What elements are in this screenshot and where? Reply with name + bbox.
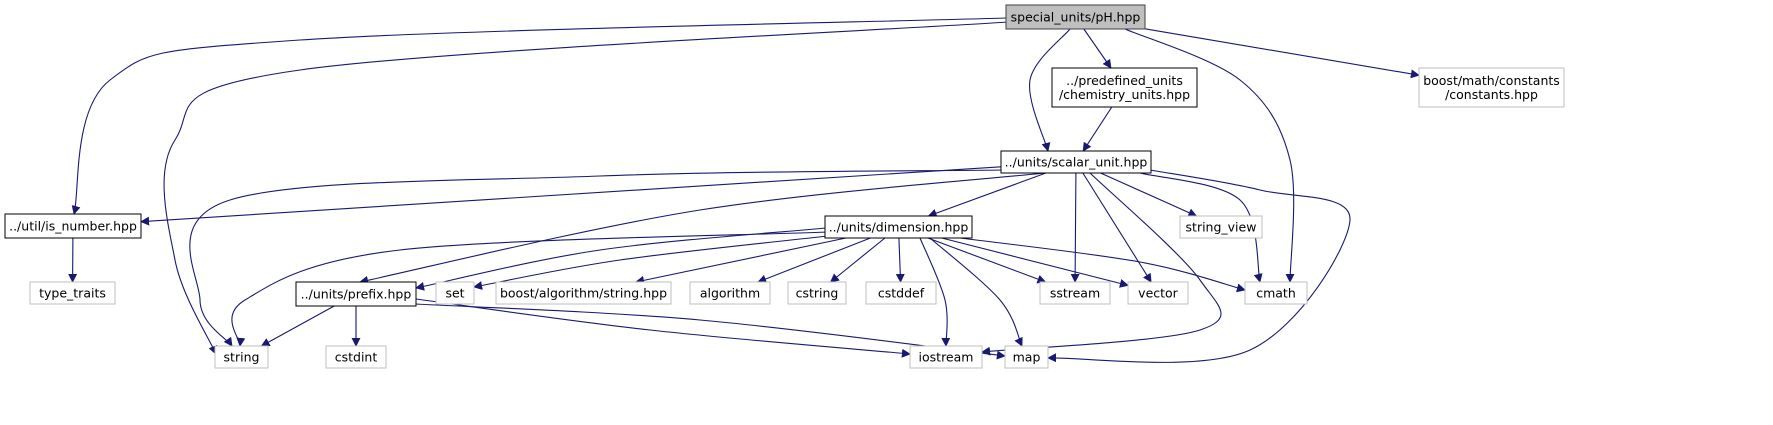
- node-cstddef: cstddef: [865, 281, 937, 305]
- node-box: [29, 281, 116, 305]
- edge-scalar-to-iostream: [981, 172, 1222, 356]
- node-set: set: [435, 281, 475, 305]
- edge-ph-to-string: [163, 21, 1009, 355]
- node-dimension[interactable]: ../units/dimension.hpp: [824, 215, 973, 239]
- node-label: cstring: [796, 286, 839, 301]
- edge-dimension-to-set: [473, 235, 829, 290]
- edge-scalar-to-prefix: [359, 172, 1046, 285]
- node-box: [1179, 215, 1263, 239]
- edge-ph-to-boostconst: [1144, 28, 1420, 79]
- node-chem[interactable]: ../predefined_units/chemistry_units.hpp: [1051, 67, 1198, 108]
- node-box: [1244, 281, 1308, 305]
- edge-ph-to-scalar: [1028, 28, 1071, 152]
- node-boostconst: boost/math/constants/constants.hpp: [1418, 67, 1565, 108]
- node-box: [1005, 4, 1146, 30]
- node-box: [1051, 67, 1198, 108]
- node-label: string: [224, 350, 260, 365]
- node-isnum[interactable]: ../util/is_number.hpp: [4, 213, 142, 239]
- node-iostream: iostream: [909, 345, 983, 369]
- edge-ph-to-chem: [1083, 28, 1112, 69]
- node-box: [1039, 281, 1111, 305]
- node-box: [909, 345, 983, 369]
- node-ph: special_units/pH.hpp: [1005, 4, 1146, 30]
- node-label: boost/math/constants: [1423, 73, 1560, 88]
- node-box: [787, 281, 847, 305]
- edge-dimension-to-vector: [941, 237, 1129, 288]
- node-box: [865, 281, 937, 305]
- node-label: ../units/scalar_unit.hpp: [1005, 155, 1148, 170]
- node-label: /chemistry_units.hpp: [1059, 87, 1190, 102]
- node-vector: vector: [1127, 281, 1189, 305]
- node-label: type_traits: [39, 286, 106, 301]
- edge-chem-to-scalar: [1082, 106, 1113, 152]
- edge-scalar-to-isnum: [140, 166, 1002, 226]
- node-label: algorithm: [700, 286, 760, 301]
- node-box: [495, 281, 672, 305]
- node-label: ../util/is_number.hpp: [9, 219, 137, 234]
- edge-dimension-to-cmath: [959, 237, 1246, 293]
- edge-dimension-to-sstream: [927, 237, 1047, 284]
- edge-dimension-to-string: [231, 231, 829, 347]
- node-label: cmath: [1256, 286, 1296, 301]
- node-label: ../predefined_units: [1066, 73, 1183, 88]
- edge-scalar-to-stringview: [1100, 172, 1198, 217]
- node-label: boost/algorithm/string.hpp: [500, 286, 667, 301]
- node-label: string_view: [1186, 220, 1257, 235]
- node-label: special_units/pH.hpp: [1011, 10, 1141, 25]
- edge-dimension-to-cstring: [829, 237, 886, 283]
- node-box: [4, 213, 142, 239]
- node-algorithm: algorithm: [689, 281, 771, 305]
- node-box: [689, 281, 771, 305]
- node-scalar[interactable]: ../units/scalar_unit.hpp: [1000, 150, 1152, 174]
- node-box: [1127, 281, 1189, 305]
- edge-dimension-to-map: [929, 237, 1023, 347]
- node-typetraits: type_traits: [29, 281, 116, 305]
- edge-dimension-to-boostalgo: [635, 237, 847, 285]
- node-label: vector: [1138, 286, 1179, 301]
- node-stringview: string_view: [1179, 215, 1263, 239]
- node-label: sstream: [1050, 286, 1100, 301]
- node-label: ../units/prefix.hpp: [301, 287, 412, 302]
- edge-dimension-to-iostream: [919, 237, 951, 347]
- node-string: string: [214, 345, 269, 369]
- edge-ph-to-cmath: [1124, 28, 1295, 283]
- node-label: ../units/dimension.hpp: [829, 220, 969, 235]
- node-label: cstdint: [335, 350, 378, 365]
- edge-dimension-to-cstddef: [895, 237, 905, 283]
- node-prefix[interactable]: ../units/prefix.hpp: [295, 281, 417, 307]
- node-box: [1004, 345, 1049, 369]
- node-sstream: sstream: [1039, 281, 1111, 305]
- edge-scalar-to-vector: [1082, 172, 1152, 283]
- node-box: [214, 345, 269, 369]
- node-cmath: cmath: [1244, 281, 1308, 305]
- nodes-layer: special_units/pH.hpp../predefined_units/…: [4, 4, 1565, 369]
- node-box: [1418, 67, 1565, 108]
- edge-scalar-to-map: [1047, 169, 1351, 363]
- node-box: [295, 281, 417, 307]
- node-box: [1000, 150, 1152, 174]
- edge-scalar-to-cmath: [1139, 172, 1263, 283]
- edge-prefix-to-string: [260, 305, 335, 347]
- node-label: iostream: [919, 350, 974, 365]
- edge-ph-to-isnum: [71, 17, 1007, 215]
- edge-dimension-to-algorithm: [757, 237, 871, 284]
- node-label: cstddef: [878, 286, 925, 301]
- edge-dimension-to-prefix: [415, 227, 827, 291]
- edge-scalar-to-string: [189, 169, 1004, 347]
- edge-scalar-to-sstream: [1070, 172, 1080, 283]
- node-box: [325, 345, 387, 369]
- node-label: map: [1013, 350, 1041, 365]
- node-label: /constants.hpp: [1445, 87, 1538, 102]
- node-label: set: [445, 286, 464, 301]
- node-box: [824, 215, 973, 239]
- node-boostalgo: boost/algorithm/string.hpp: [495, 281, 672, 305]
- node-cstring: cstring: [787, 281, 847, 305]
- edge-scalar-to-dimension: [927, 172, 1047, 218]
- node-cstdint: cstdint: [325, 345, 387, 369]
- node-map: map: [1004, 345, 1049, 369]
- edges-layer: [68, 17, 1420, 363]
- node-box: [435, 281, 475, 305]
